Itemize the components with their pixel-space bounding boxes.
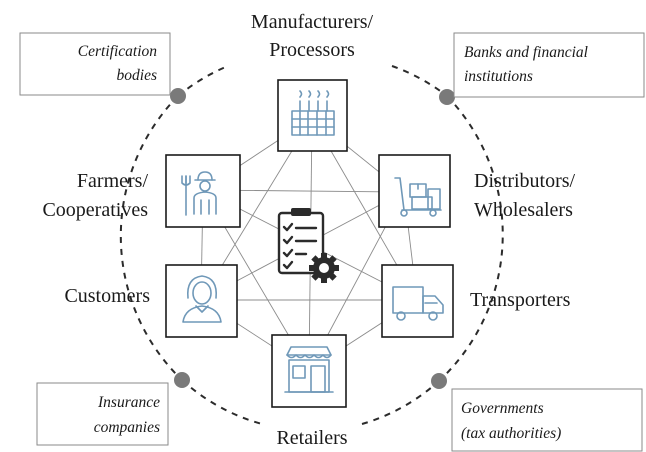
ext-label-tax-authorities: (tax authorities) [461,425,561,442]
connector-dot-governments [431,373,447,389]
ext-label-banks: Banks and financial [464,44,588,61]
storefront-icon [284,346,334,393]
ring-arc-bottom-left [181,379,263,425]
label-manufacturers: Manufacturers/ [251,11,374,33]
label-distributors: Distributors/ [474,170,576,192]
ext-label-institutions: institutions [464,68,533,85]
ext-label-bodies: bodies [117,67,157,84]
ext-box-banks: Banks and financial institutions [453,32,645,98]
node-farmers [165,154,241,228]
ext-box-insurance: Insurance companies [36,382,169,446]
node-customers [165,264,238,338]
ext-label-certification: Certification [78,43,157,60]
ring-arc-right [439,95,504,381]
hand-truck-boxes-icon [394,177,442,217]
node-manufacturers [277,79,348,152]
connector-dot-banks [439,89,455,105]
delivery-truck-icon [392,286,444,321]
ring-arc-bottom-right [361,379,441,425]
label-cooperatives: Cooperatives [42,199,148,221]
factory-icon [291,90,335,136]
label-transporters: Transporters [470,289,571,311]
ring-arc-top-left [177,65,229,97]
label-processors: Processors [269,39,355,61]
label-customers: Customers [64,285,150,307]
label-wholesalers: Wholesalers [474,199,573,221]
farmer-icon [181,171,217,216]
ext-box-governments: Governments (tax authorities) [451,388,643,452]
label-farmers: Farmers/ [77,170,149,192]
ring-arc-top-right [391,65,448,97]
person-icon [182,275,222,323]
ext-label-companies: companies [94,419,160,436]
connector-dot-certification [170,88,186,104]
label-retailers: Retailers [276,427,347,449]
ext-label-governments: Governments [461,400,544,417]
ext-box-certification: Certification bodies [19,32,171,96]
node-transporters [381,264,454,338]
ring-arc-left [119,95,183,381]
checklist-gear-icon [277,208,339,283]
ext-label-insurance: Insurance [97,394,160,411]
node-retailers [271,334,347,408]
node-distributors [378,154,451,228]
connector-dot-insurance [174,372,190,388]
